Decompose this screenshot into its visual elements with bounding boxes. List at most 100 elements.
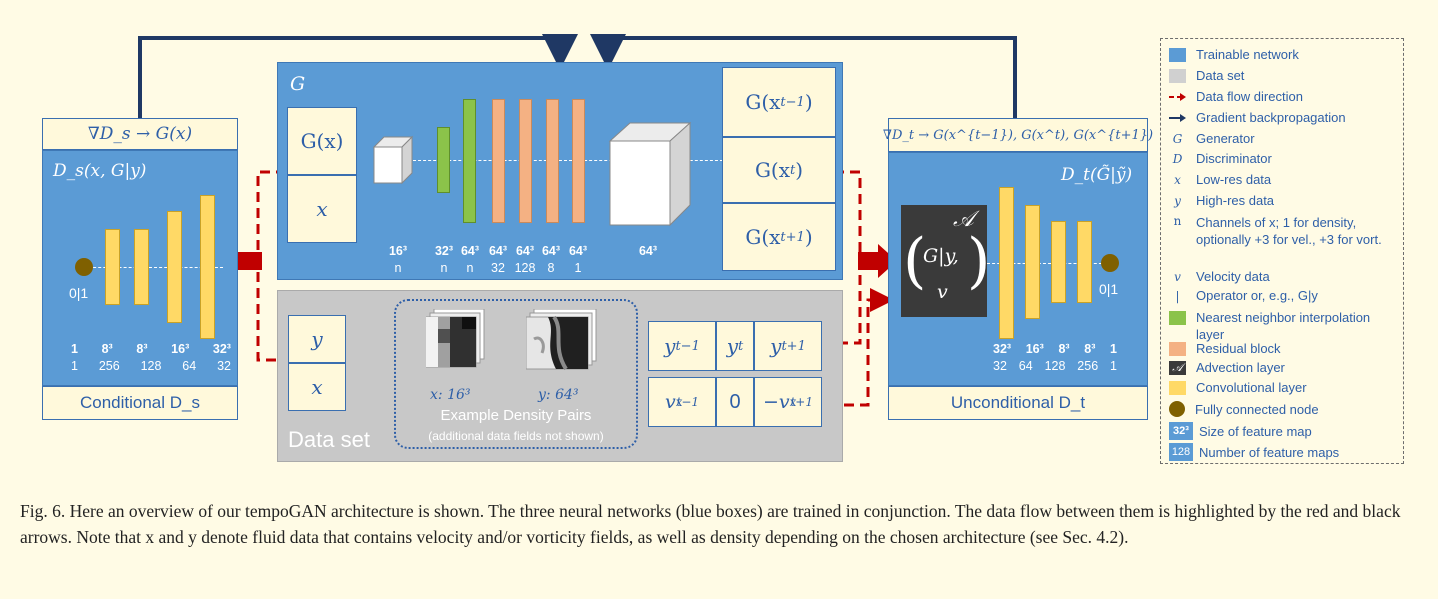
example-x-size: x: 16³	[430, 387, 471, 403]
dt-footer: Unconditional D_t	[888, 386, 1148, 420]
legend-label: Residual block	[1196, 341, 1281, 356]
legend-advection-icon: 𝒜	[1169, 360, 1186, 375]
legend-symbol: v	[1174, 269, 1181, 284]
legend-label: Fully connected node	[1195, 401, 1319, 417]
dataset-v-t: 0	[716, 377, 754, 427]
legend: Trainable network Data set Data flow dir…	[1160, 38, 1404, 464]
example-lowres-density	[426, 309, 485, 368]
advection-velocity: v	[937, 281, 948, 303]
ds-conv-2	[134, 229, 149, 305]
ds-output: 0|1	[69, 285, 89, 301]
example-note: (additional data fields not shown)	[428, 429, 604, 443]
legend-symbol: G	[1172, 131, 1183, 146]
example-pairs-panel: x: 16³ y: 64³ Example Density Pairs (add…	[394, 299, 638, 449]
example-title: Example Density Pairs	[440, 407, 592, 424]
legend-red-arrow-icon	[1169, 92, 1186, 101]
gen-resblock-2	[519, 99, 532, 223]
dt-conv-3	[1051, 221, 1066, 303]
legend-label: Operator or, e.g., G|y	[1196, 288, 1318, 303]
backprop-arrow-left	[138, 34, 578, 118]
legend-label: Velocity data	[1196, 269, 1270, 284]
legend-dataset-swatch	[1169, 68, 1186, 83]
advection-symbol: 𝒜	[953, 207, 974, 232]
legend-residual-swatch	[1169, 341, 1186, 356]
dt-output: 0|1	[1099, 281, 1119, 297]
legend-symbol: n	[1173, 214, 1182, 228]
dataset-box: y x Data set x: 16³ y: 64³ Example Densi…	[277, 290, 843, 462]
figure-caption: Fig. 6. Here an overview of our tempoGAN…	[20, 501, 1401, 547]
flow-y-to-dt	[822, 250, 862, 345]
dt-title: D_t(G̃|ỹ)	[1061, 165, 1133, 185]
ds-conv-4	[200, 195, 215, 339]
generator-input-x: x	[287, 175, 357, 243]
legend-symbol: x	[1174, 172, 1181, 187]
legend-label: Gradient backpropagation	[1196, 110, 1346, 125]
advection-layer: 𝒜 ( ) G|y, v	[901, 205, 990, 317]
legend-label: Data set	[1196, 68, 1245, 83]
legend-label: Discriminator	[1196, 151, 1272, 166]
ds-conv-1	[105, 229, 120, 305]
backprop-arrow-right	[590, 34, 1017, 118]
ds-conv-3	[167, 211, 182, 323]
dt-fc-node	[1101, 254, 1119, 272]
example-highres-density	[526, 309, 597, 371]
dataset-label: Data set	[288, 427, 370, 452]
legend-label: Generator	[1196, 131, 1255, 146]
legend-label: High-res data	[1196, 193, 1275, 208]
generator-label: G	[290, 73, 306, 95]
cube-16	[372, 135, 414, 185]
gen-resblock-3	[546, 99, 559, 223]
legend-size-badge: 32³	[1169, 422, 1193, 440]
dataset-x: x	[288, 363, 346, 411]
dt-gradient-header: ∇D_t → G(x^{t−1}), G(x^t), G(x^{t+1})	[883, 118, 1153, 152]
legend-label: Number of feature maps	[1199, 444, 1340, 460]
gen-nn-interp-1	[437, 127, 450, 193]
dt-conv-1	[999, 187, 1014, 339]
legend-label: Nearest neighbor interpolation layer	[1196, 310, 1371, 342]
dataset-y: y	[288, 315, 346, 363]
legend-label: Channels of x; 1 for density, optionally…	[1196, 215, 1382, 247]
generator-centerline	[408, 160, 728, 161]
gen-nn-interp-2	[463, 99, 476, 223]
ds-centerline	[83, 267, 223, 268]
big-arrow-to-dt	[858, 244, 897, 278]
flow-v-to-dt	[828, 288, 894, 407]
legend-label: Data flow direction	[1196, 89, 1303, 104]
advection-inputs: G|y,	[923, 245, 959, 267]
ds-gradient-header: ∇D_s → G(x)	[42, 118, 238, 150]
legend-conv-swatch	[1169, 380, 1186, 395]
legend-label: Convolutional layer	[1196, 380, 1307, 395]
legend-black-arrow-icon	[1169, 113, 1186, 122]
example-y-size: y: 64³	[538, 387, 579, 403]
ds-footer: Conditional D_s	[42, 386, 238, 420]
legend-nn-swatch	[1169, 311, 1186, 325]
legend-label: Advection layer	[1196, 360, 1285, 375]
dt-centerline	[987, 263, 1107, 264]
generator-input-gx: G(x)	[287, 107, 357, 175]
legend-symbol: |	[1175, 288, 1180, 303]
legend-label: Low-res data	[1196, 172, 1272, 187]
ds-title: D_s(x, G|y)	[53, 161, 147, 181]
legend-fc-node-icon	[1169, 401, 1185, 417]
legend-count-badge: 128	[1169, 443, 1193, 461]
legend-symbol: y	[1174, 193, 1181, 208]
gen-resblock-1	[492, 99, 505, 223]
gen-resblock-4	[572, 99, 585, 223]
legend-network-swatch	[1169, 47, 1186, 62]
legend-label: Size of feature map	[1199, 423, 1312, 439]
ds-fc-node	[75, 258, 93, 276]
dt-conv-2	[1025, 205, 1040, 319]
